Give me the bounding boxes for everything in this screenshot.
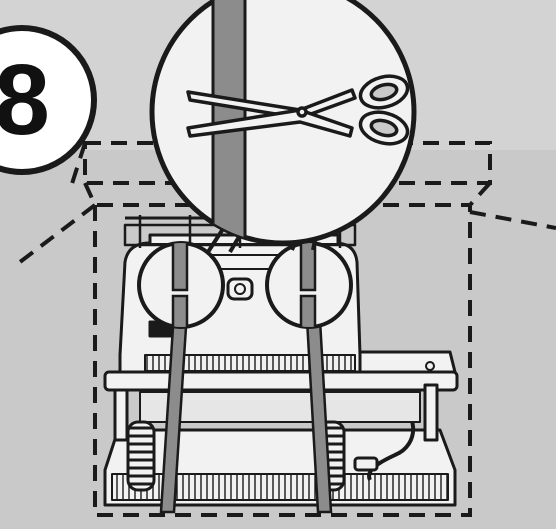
cable-plug	[355, 458, 377, 470]
cleaner-button-dot	[235, 284, 245, 294]
caddy-post-right	[425, 385, 437, 440]
caddy-knob	[426, 362, 434, 370]
step-number: 8	[0, 44, 50, 156]
caddy-frame	[105, 372, 457, 390]
caddy-post-left	[115, 390, 127, 440]
wheel-left	[128, 422, 154, 490]
